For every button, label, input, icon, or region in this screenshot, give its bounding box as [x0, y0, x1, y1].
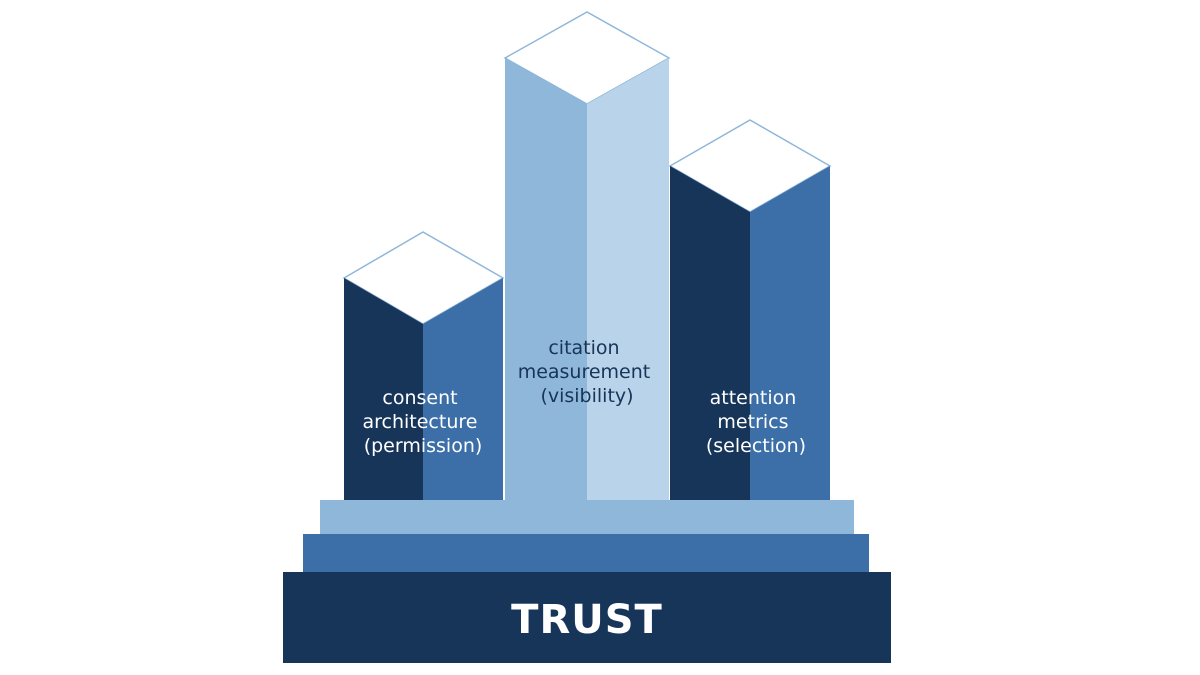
pillar-attention: attention metrics (selection)	[668, 119, 832, 502]
pillar-consent-line-2: architecture	[362, 411, 477, 433]
foundation: TRUST	[283, 500, 891, 663]
pillar-citation-label: citation measurement (visibility)	[518, 337, 657, 407]
pillar-citation-right-face	[587, 58, 669, 502]
pillar-attention-line-1: attention	[710, 387, 797, 409]
pillar-consent-line-1: consent	[382, 387, 457, 409]
pillar-attention-label: attention metrics (selection)	[706, 387, 806, 457]
pillar-consent-right-face	[423, 278, 503, 502]
pillar-attention-line-3: (selection)	[706, 435, 806, 457]
pillar-citation-line-1: citation	[548, 337, 619, 359]
foundation-step-middle	[303, 534, 869, 572]
pillar-citation-left-face	[505, 58, 587, 502]
pillar-attention-line-2: metrics	[717, 411, 788, 433]
pillar-citation: citation measurement (visibility)	[503, 11, 671, 502]
foundation-label: TRUST	[511, 597, 663, 643]
pillar-attention-left-face	[670, 166, 750, 502]
foundation-step-top	[320, 500, 854, 534]
pillar-consent-left-face	[344, 278, 423, 502]
pillar-consent-label: consent architecture (permission)	[362, 387, 483, 457]
pillar-citation-line-2: measurement	[518, 361, 651, 383]
pillar-consent-line-3: (permission)	[364, 435, 483, 457]
pillar-attention-right-face	[750, 166, 830, 502]
pillar-citation-line-3: (visibility)	[540, 385, 633, 407]
foundation-step-bottom	[283, 572, 891, 663]
pillar-consent: consent architecture (permission)	[342, 231, 505, 502]
